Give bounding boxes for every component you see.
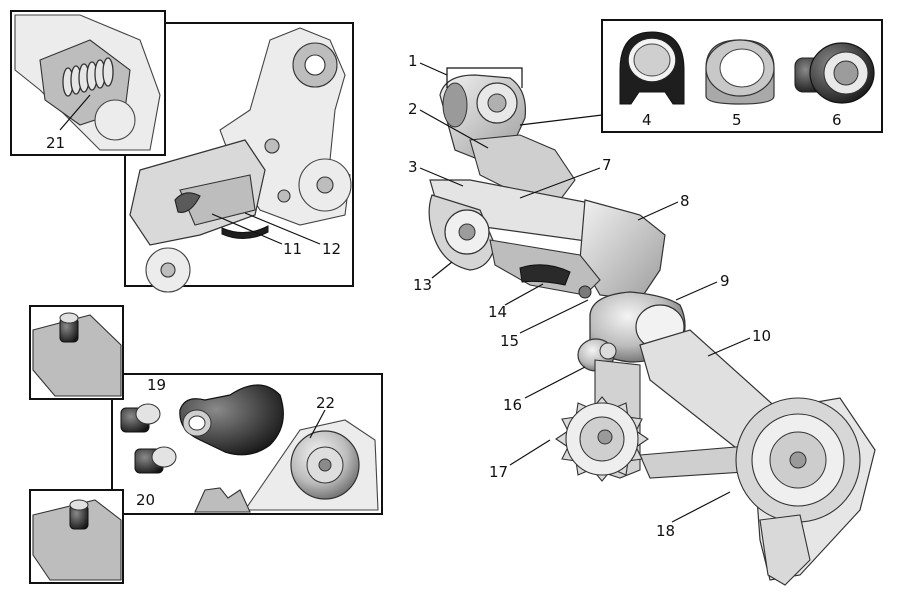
callout-7: 7	[602, 156, 612, 174]
leader-14	[504, 283, 544, 306]
knob-cog-fragment	[194, 487, 251, 513]
lower-jockey-pulley	[735, 397, 861, 523]
leader-15	[519, 299, 589, 334]
bushing-cap-4-inner	[633, 43, 671, 77]
leader-1	[419, 62, 448, 76]
upper-jockey-pulley	[555, 396, 649, 482]
leader-10	[707, 337, 751, 357]
leader-3	[419, 167, 464, 187]
bushing-sleeve-5-bore	[719, 48, 765, 88]
adjust-screw	[578, 285, 592, 299]
callout-16: 16	[503, 396, 522, 414]
leader-2	[419, 109, 489, 149]
callout-labels: 1 2 3 4 5 6 7 8 9 10 11 12 13 14 15 16 1…	[46, 52, 842, 540]
closeup-lower-screw-head	[69, 499, 89, 511]
inset-pulley-bolt	[316, 176, 334, 194]
leader-11	[211, 213, 283, 245]
leader-8	[637, 201, 679, 221]
callout-22: 22	[316, 394, 335, 412]
leader-9	[675, 281, 718, 301]
limit-screw-plate	[519, 264, 571, 286]
callout-8: 8	[680, 192, 690, 210]
callout-21: 21	[46, 134, 65, 152]
b-bolt-hex	[487, 93, 507, 113]
main-derailleur	[428, 74, 876, 586]
closeup-lower-body	[32, 499, 122, 581]
leader-18	[671, 491, 731, 523]
callout-14: 14	[488, 303, 507, 321]
callout-5: 5	[732, 111, 742, 129]
leader-13	[431, 261, 453, 279]
cable-pulley-axle	[458, 223, 476, 241]
callout-20: 20	[136, 491, 155, 509]
inset-lower-bolt	[160, 262, 176, 278]
cage-pivot-knob-cap	[599, 342, 617, 360]
callout-19: 19	[147, 376, 166, 394]
clutch-cover	[179, 384, 284, 456]
leader-21	[59, 94, 91, 131]
inset-link-plate	[179, 174, 256, 226]
leader-12	[244, 212, 321, 245]
clutch-cover-hole	[188, 415, 206, 431]
callout-9: 9	[720, 272, 730, 290]
b-bushing-stack	[442, 82, 468, 128]
leader-22	[309, 409, 326, 439]
callout-1: 1	[408, 52, 418, 70]
closeup-upper-screw-head	[59, 312, 79, 324]
callout-11: 11	[283, 240, 302, 258]
callout-12: 12	[322, 240, 341, 258]
callout-10: 10	[752, 327, 771, 345]
inset-top-left	[10, 10, 354, 293]
callout-6: 6	[832, 111, 842, 129]
inset-b-screw-washer	[221, 225, 269, 239]
inset-pivot-hole	[304, 54, 326, 76]
leader-1-bracket	[446, 67, 523, 88]
callout-2: 2	[408, 100, 418, 118]
cage-tail	[759, 514, 811, 586]
callout-4: 4	[642, 111, 652, 129]
spring-knuckle	[94, 99, 136, 141]
spring-coils	[62, 57, 114, 97]
inset-bushings	[601, 19, 883, 133]
hanger-arm	[469, 134, 576, 201]
callout-18: 18	[656, 522, 675, 540]
callout-17: 17	[489, 463, 508, 481]
screw-19-head	[135, 403, 161, 425]
leader-6-inset	[519, 114, 603, 126]
inset-bolt-b	[277, 189, 291, 203]
leader-17	[509, 439, 551, 466]
callout-13: 13	[413, 276, 432, 294]
leader-7	[519, 167, 601, 199]
knob-22-hole	[318, 458, 332, 472]
inset-lower-left	[29, 305, 383, 584]
leader-lines	[59, 62, 751, 523]
callout-3: 3	[408, 158, 418, 176]
inset-spring-coil	[174, 192, 201, 213]
bushing-pin-6-hex	[833, 60, 859, 86]
inset-bolt-a	[264, 138, 280, 154]
screw-20-head	[151, 446, 177, 468]
closeup-upper-body	[32, 314, 122, 397]
leader-16	[524, 366, 586, 399]
callout-15: 15	[500, 332, 519, 350]
